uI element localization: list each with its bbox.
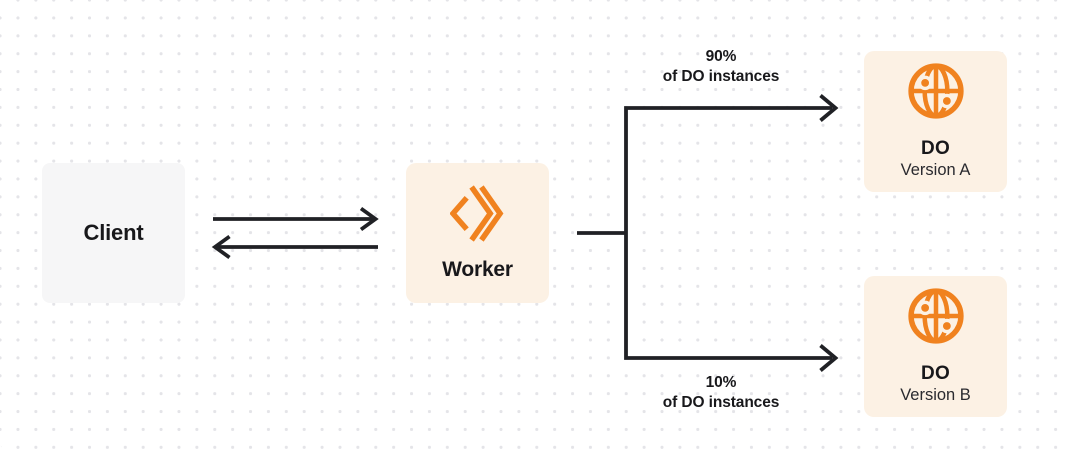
branch-to-do-a-arrowhead	[819, 94, 839, 122]
globe-icon	[907, 62, 965, 120]
worker-to-client-arrow	[211, 234, 378, 260]
do-a-traffic-percent: 90%	[705, 48, 737, 65]
do-version-b-node: DO Version B	[864, 276, 1007, 417]
do-a-subtitle: Version A	[900, 161, 971, 179]
client-node: Client	[42, 163, 185, 303]
do-b-traffic-percent: 10%	[705, 374, 737, 391]
do-a-traffic-label: 90% of DO instances	[616, 47, 826, 87]
branch-to-do-b-arrowhead	[819, 344, 839, 372]
client-label: Client	[83, 220, 144, 245]
do-version-a-node: DO Version A	[864, 51, 1007, 192]
do-b-traffic-label: 10% of DO instances	[616, 373, 826, 413]
worker-node: Worker	[406, 163, 549, 303]
client-to-worker-arrow	[213, 206, 379, 232]
do-a-traffic-caption: of DO instances	[662, 68, 780, 85]
worker-branch-connector	[577, 106, 832, 360]
do-a-title: DO	[921, 138, 950, 159]
do-b-title: DO	[921, 363, 950, 384]
globe-icon	[907, 287, 965, 345]
cloudflare-workers-icon	[450, 185, 505, 242]
do-b-subtitle: Version B	[900, 386, 971, 404]
do-b-traffic-caption: of DO instances	[662, 394, 780, 411]
worker-label: Worker	[442, 258, 513, 281]
